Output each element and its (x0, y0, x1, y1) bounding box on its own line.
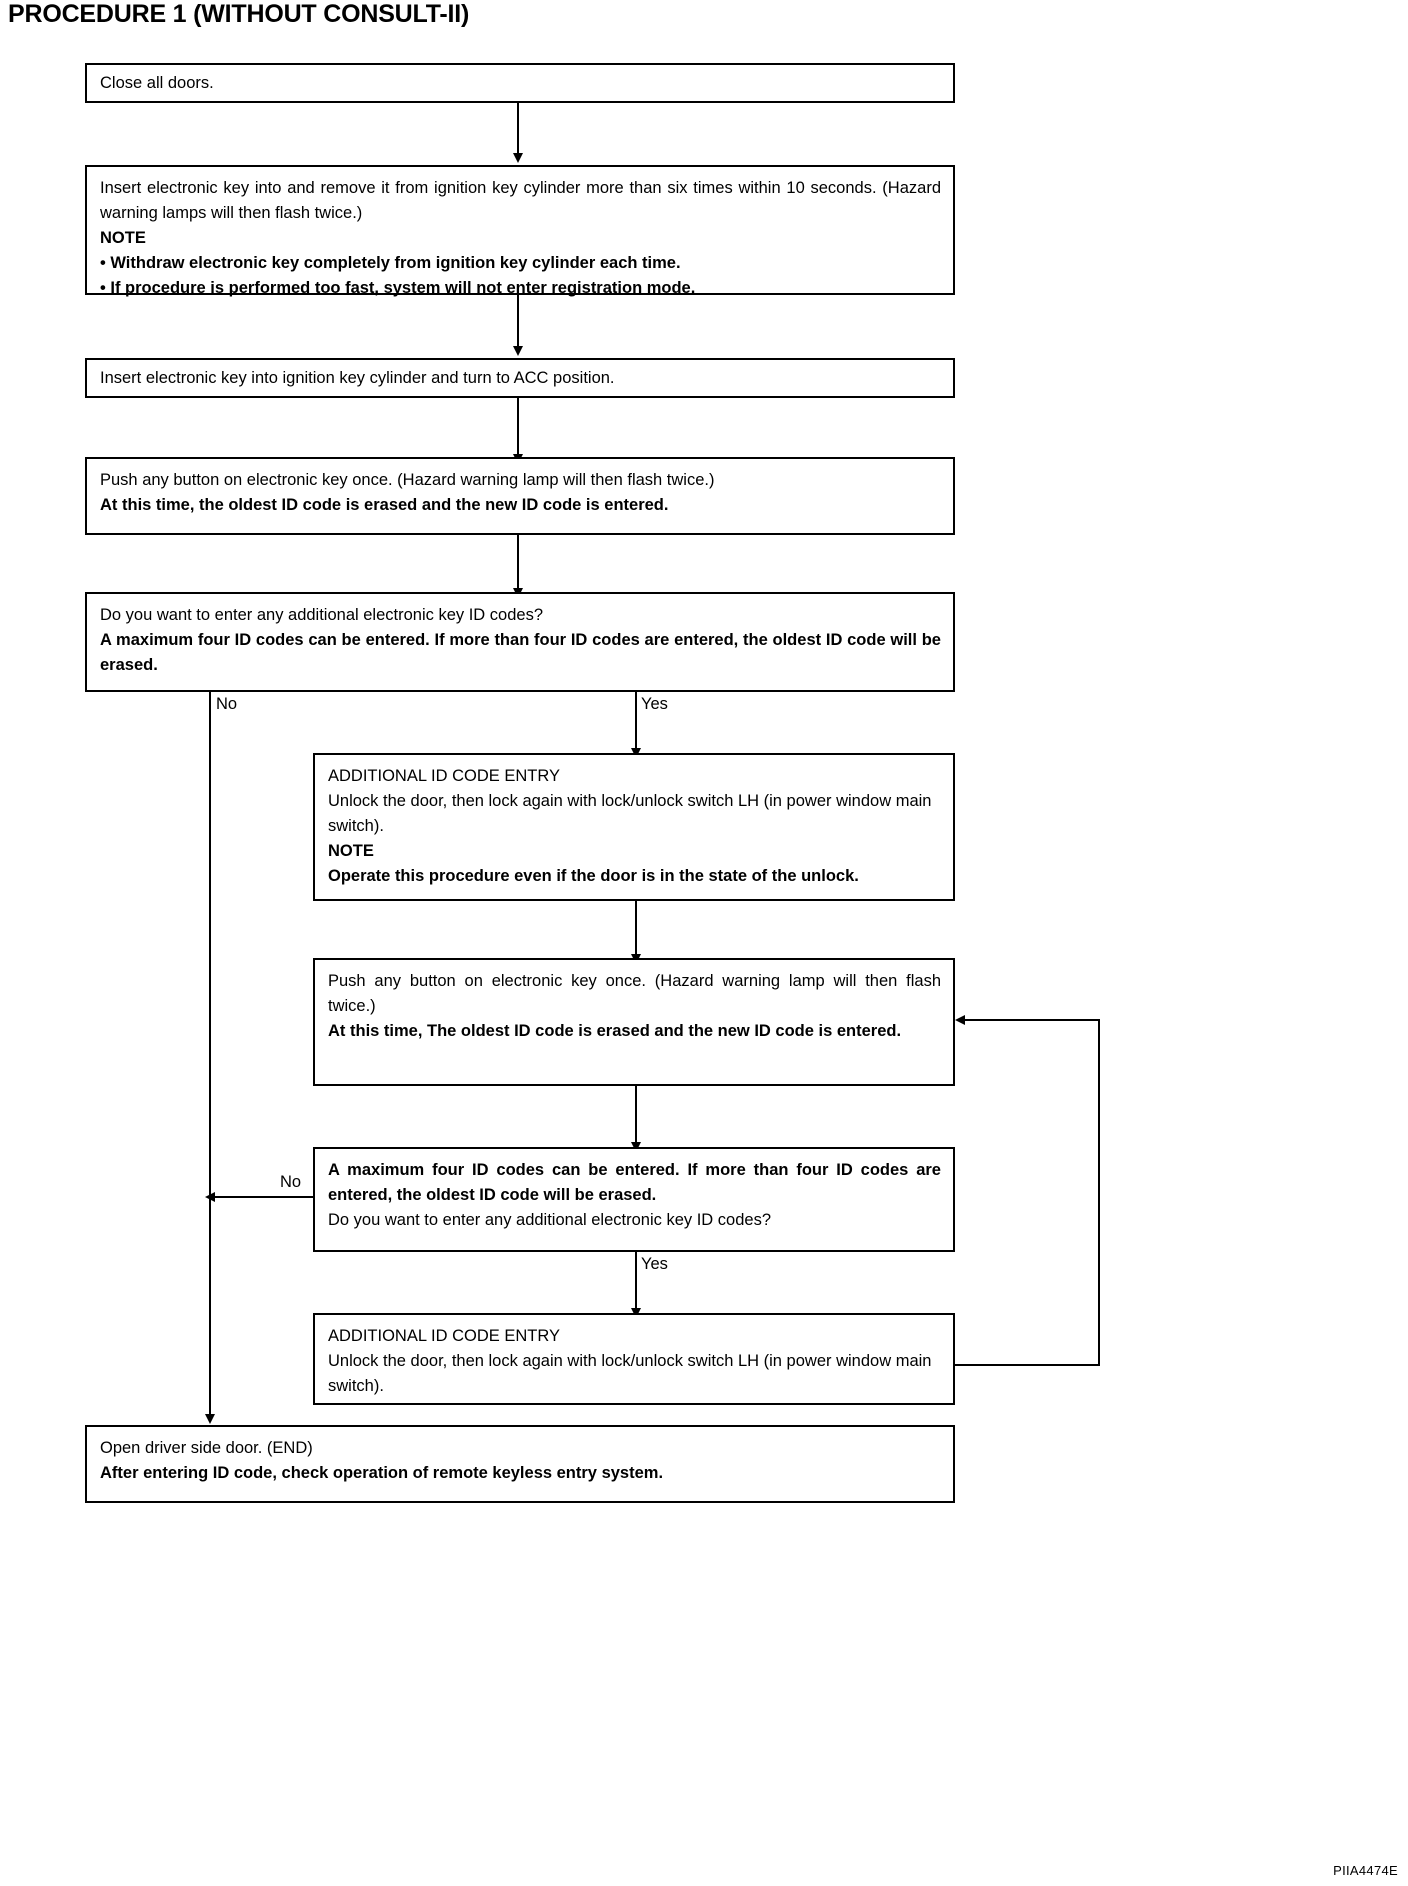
connector-line (517, 398, 519, 456)
node-line: At this time, the oldest ID code is eras… (100, 496, 669, 514)
node-note-label: NOTE (328, 842, 374, 860)
node-line: Unlock the door, then lock again with lo… (328, 792, 932, 835)
node-line: A maximum four ID codes can be entered. … (100, 631, 941, 674)
node-bullet: • Withdraw electronic key completely fro… (100, 254, 681, 272)
connector-line (517, 295, 519, 348)
branch-label-yes-2: Yes (641, 1255, 668, 1273)
node-line: ADDITIONAL ID CODE ENTRY (328, 767, 560, 785)
node-additional-entry-1: ADDITIONAL ID CODE ENTRY Unlock the door… (313, 753, 955, 901)
node-decision-2: A maximum four ID codes can be entered. … (313, 1147, 955, 1252)
node-line: Push any button on electronic key once. … (328, 972, 941, 1015)
connector-arrow (513, 153, 523, 163)
node-line: Insert electronic key into and remove it… (100, 179, 941, 222)
node-line: ADDITIONAL ID CODE ENTRY (328, 1327, 560, 1345)
node-line: Close all doors. (100, 74, 214, 92)
figure-code: PIIA4474E (1333, 1863, 1398, 1878)
connector-line (635, 901, 637, 956)
node-end: Open driver side door. (END) After enter… (85, 1425, 955, 1503)
branch-label-no-2: No (280, 1173, 302, 1191)
branch-no-2-arrow (205, 1192, 215, 1202)
node-decision-1: Do you want to enter any additional elec… (85, 592, 955, 692)
connector-arrow (513, 346, 523, 356)
loopback-arrow (955, 1015, 965, 1025)
page-title: PROCEDURE 1 (WITHOUT CONSULT-II) (8, 0, 470, 28)
branch-no-2-line (212, 1196, 313, 1198)
node-bullet-text: Withdraw electronic key completely from … (110, 254, 681, 272)
node-push-button-2: Push any button on electronic key once. … (313, 958, 955, 1086)
node-note-label: NOTE (100, 229, 146, 247)
branch-label-yes: Yes (641, 695, 668, 713)
node-bullet-text: If procedure is performed too fast, syst… (110, 279, 696, 297)
node-line: Push any button on electronic key once. … (100, 471, 715, 489)
branch-label-no: No (216, 695, 238, 713)
node-line: Unlock the door, then lock again with lo… (328, 1352, 932, 1395)
node-line: At this time, The oldest ID code is eras… (328, 1022, 902, 1040)
connector-line (635, 1086, 637, 1144)
node-line: Do you want to enter any additional elec… (328, 1211, 772, 1229)
connector-line (517, 535, 519, 590)
branch-yes-2-line (635, 1252, 637, 1310)
node-insert-remove-key: Insert electronic key into and remove it… (85, 165, 955, 297)
loopback-line-horizontal-top (965, 1019, 1100, 1021)
node-line: A maximum four ID codes can be entered. … (328, 1161, 941, 1204)
branch-no-arrow (205, 1414, 215, 1424)
node-bullet: • If procedure is performed too fast, sy… (100, 279, 696, 297)
node-close-doors: Close all doors. (85, 63, 955, 103)
loopback-line-horizontal-bottom (955, 1364, 1100, 1366)
node-insert-acc: Insert electronic key into ignition key … (85, 358, 955, 398)
branch-no-line (209, 692, 211, 1416)
loopback-line-vertical (1098, 1019, 1100, 1366)
connector-line (517, 103, 519, 155)
node-line: Insert electronic key into ignition key … (100, 369, 615, 387)
node-line: Operate this procedure even if the door … (328, 867, 859, 885)
branch-yes-line (635, 692, 637, 750)
node-push-button-1: Push any button on electronic key once. … (85, 457, 955, 535)
node-line: Open driver side door. (END) (100, 1439, 313, 1457)
node-additional-entry-2: ADDITIONAL ID CODE ENTRY Unlock the door… (313, 1313, 955, 1405)
node-line: After entering ID code, check operation … (100, 1464, 664, 1482)
node-line: Do you want to enter any additional elec… (100, 606, 544, 624)
